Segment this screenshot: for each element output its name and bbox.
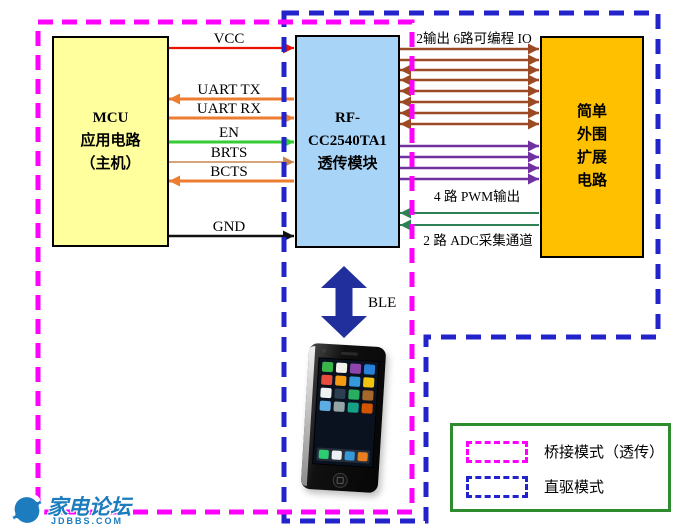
programmable-io-arrow bbox=[400, 64, 539, 76]
en-arrow bbox=[169, 136, 294, 148]
phone-dock-icon bbox=[318, 449, 330, 460]
phone-app-icon bbox=[362, 390, 374, 401]
vcc-label: VCC bbox=[214, 31, 245, 47]
programmable-io-arrow bbox=[400, 96, 539, 108]
uart-rx-arrow bbox=[169, 112, 294, 124]
phone-app-icon bbox=[321, 361, 334, 373]
smartphone-image bbox=[300, 342, 387, 494]
en-label: EN bbox=[219, 125, 239, 141]
direct-mode-label: 直驱模式 bbox=[544, 480, 605, 496]
programmable-io-arrow bbox=[400, 74, 539, 86]
rf-module-box: RF- CC2540TA1 透传模块 bbox=[295, 35, 400, 248]
bridge-mode-label: 桥接模式（透传） bbox=[544, 445, 665, 461]
phone-app-icon bbox=[334, 388, 346, 400]
programmable-io-arrow bbox=[400, 118, 539, 130]
bridge-mode-swatch bbox=[466, 440, 528, 463]
phone-home-button bbox=[331, 472, 348, 489]
programmable-io-arrow bbox=[400, 43, 539, 55]
phone-app-icon bbox=[349, 363, 362, 374]
bcts-label: BCTS bbox=[210, 164, 248, 180]
watermark: 家电论坛 JDBBS.COM bbox=[6, 487, 166, 531]
peripheral-box-label: 电路 bbox=[576, 173, 607, 189]
programmable-io-arrow bbox=[400, 85, 539, 97]
phone-app-icon bbox=[348, 376, 361, 387]
programmable-io-arrow bbox=[400, 54, 539, 66]
pwm-out-arrow bbox=[400, 162, 539, 174]
phone-app-icon bbox=[361, 403, 373, 414]
bcts-arrow bbox=[169, 175, 294, 187]
peripheral-box-label: 扩展 bbox=[576, 150, 607, 166]
phone-camera-icon bbox=[321, 348, 327, 353]
vcc-arrow bbox=[169, 42, 294, 54]
phone-app-icon bbox=[320, 387, 332, 399]
brts-arrow bbox=[169, 156, 294, 168]
rf-module-box-label: 透传模块 bbox=[317, 156, 378, 172]
mcu-box-label: MCU bbox=[92, 110, 129, 126]
uart-rx-label: UART RX bbox=[197, 101, 261, 117]
phone-dock-icon bbox=[344, 451, 355, 461]
adc-channels-arrow bbox=[400, 219, 539, 231]
direct-mode-swatch bbox=[466, 475, 528, 498]
phone-app-icon bbox=[334, 375, 347, 387]
legend: 桥接模式（透传） 直驱模式 bbox=[450, 423, 671, 512]
brts-label: BRTS bbox=[211, 145, 248, 161]
uart-tx-label: UART TX bbox=[197, 82, 260, 98]
peripheral-box-label: 外围 bbox=[576, 127, 607, 143]
phone-side-band bbox=[300, 345, 316, 486]
programmable-io-arrow bbox=[400, 107, 539, 119]
phone-app-icon bbox=[362, 377, 375, 388]
phone-app-icon bbox=[363, 364, 376, 375]
phone-dock-icon bbox=[357, 451, 368, 462]
pwm-out-arrow bbox=[400, 140, 539, 152]
gnd-label: GND bbox=[213, 219, 246, 235]
adc-channels-label: 2 路 ADC采集通道 bbox=[423, 233, 533, 248]
peripheral-box-label: 简单 bbox=[576, 104, 607, 120]
programmable-io-label: 2输出 6路可编程 IO bbox=[416, 31, 532, 46]
peripheral-circuit-box: 简单 外围 扩展 电路 bbox=[540, 36, 644, 258]
pwm-out-arrow bbox=[400, 151, 539, 163]
phone-app-icon bbox=[335, 362, 348, 374]
phone-app-icon bbox=[333, 401, 345, 413]
legend-item-direct-mode: 直驱模式 bbox=[466, 469, 668, 504]
phone-speaker-icon bbox=[340, 351, 359, 356]
phone-app-icon bbox=[319, 400, 332, 412]
phone-screen bbox=[312, 357, 380, 468]
rf-module-box-label: CC2540TA1 bbox=[308, 133, 387, 149]
pwm-out-arrow bbox=[400, 173, 539, 185]
mcu-box-label: 应用电路 bbox=[80, 133, 141, 149]
phone-app-icon bbox=[320, 374, 333, 386]
pwm-out-label: 4 路 PWM输出 bbox=[434, 189, 520, 204]
mcu-box: MCU 应用电路 （主机） bbox=[52, 36, 169, 247]
uart-tx-arrow bbox=[169, 93, 294, 105]
phone-dock-icon bbox=[331, 450, 342, 460]
phone-app-icon bbox=[347, 402, 359, 413]
gnd-arrow bbox=[169, 230, 294, 242]
ble-label: BLE bbox=[368, 295, 397, 311]
rf-module-box-label: RF- bbox=[335, 110, 360, 126]
watermark-swirl-icon bbox=[9, 492, 45, 528]
adc-channels-arrow bbox=[400, 207, 539, 219]
watermark-subtitle: JDBBS.COM bbox=[51, 516, 124, 526]
ble-arrow bbox=[321, 266, 367, 338]
legend-item-bridge-mode: 桥接模式（透传） bbox=[466, 434, 668, 469]
phone-app-icons bbox=[319, 361, 376, 414]
phone-app-icon bbox=[348, 389, 360, 400]
mcu-box-label: （主机） bbox=[80, 156, 141, 172]
phone-dock-icons bbox=[316, 447, 371, 464]
